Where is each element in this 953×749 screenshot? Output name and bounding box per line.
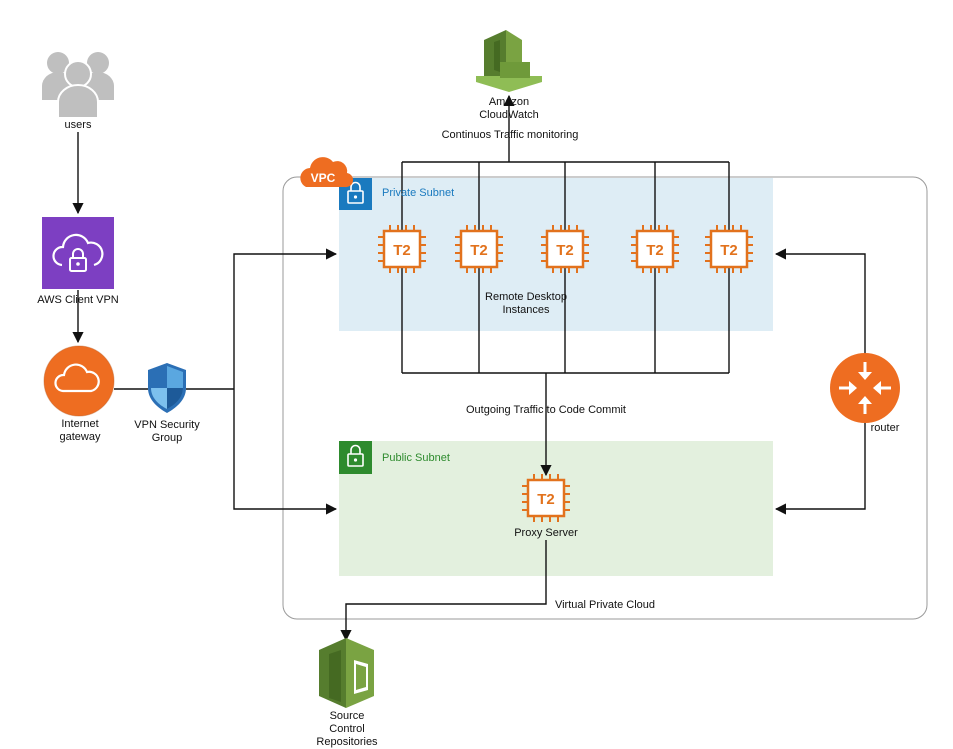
monitoring-edge-label: Continuos Traffic monitoring bbox=[441, 129, 579, 141]
t2-label-4: T2 bbox=[646, 242, 664, 259]
vpn-security-group-label-line1: VPN Security bbox=[134, 419, 200, 431]
remote-desktop-label-line2: Instances bbox=[502, 304, 550, 316]
t2-label-proxy: T2 bbox=[537, 491, 555, 508]
cloudwatch-label-line1: Amazon bbox=[488, 96, 530, 108]
source-control-icon bbox=[319, 638, 374, 708]
internet-gateway-label-line2: gateway bbox=[59, 431, 101, 443]
public-subnet-title: Public Subnet bbox=[382, 452, 450, 464]
client-vpn-icon bbox=[42, 217, 114, 289]
proxy-server-label: Proxy Server bbox=[514, 527, 578, 539]
private-subnet-lock-icon bbox=[339, 178, 372, 210]
vpc-badge-text: VPC bbox=[311, 171, 336, 185]
vpn-security-group-label-line2: Group bbox=[151, 432, 183, 444]
source-control-label-line2: Control bbox=[329, 723, 365, 735]
public-subnet-lock-icon bbox=[339, 441, 372, 474]
internet-gateway-label-line1: Internet bbox=[61, 418, 99, 430]
t2-label-2: T2 bbox=[470, 242, 488, 259]
t2-label-5: T2 bbox=[720, 242, 738, 259]
vpc-cloud-icon bbox=[300, 157, 354, 188]
source-control-label-line1: Source bbox=[329, 710, 365, 722]
users-icon bbox=[42, 52, 114, 119]
router-label: router bbox=[870, 422, 900, 434]
vpc-boundary bbox=[282, 176, 928, 620]
router-icon bbox=[830, 353, 900, 423]
vpc-label: Virtual Private Cloud bbox=[554, 599, 656, 611]
outgoing-edge-label: Outgoing Traffic to Code Commit bbox=[466, 404, 626, 416]
source-control-label-line3: Repositories bbox=[316, 736, 378, 748]
t2-label-3: T2 bbox=[556, 242, 574, 259]
t2-label-1: T2 bbox=[393, 242, 411, 259]
internet-gateway-icon bbox=[43, 345, 115, 417]
remote-desktop-label-line1: Remote Desktop bbox=[485, 291, 567, 303]
cloudwatch-label-line2: CloudWatch bbox=[479, 109, 539, 121]
users-label: users bbox=[64, 119, 92, 131]
private-subnet-title: Private Subnet bbox=[382, 187, 455, 199]
cloudwatch-icon bbox=[476, 30, 542, 92]
vpn-security-group-shield-icon bbox=[148, 363, 186, 413]
client-vpn-label: AWS Client VPN bbox=[37, 294, 119, 306]
